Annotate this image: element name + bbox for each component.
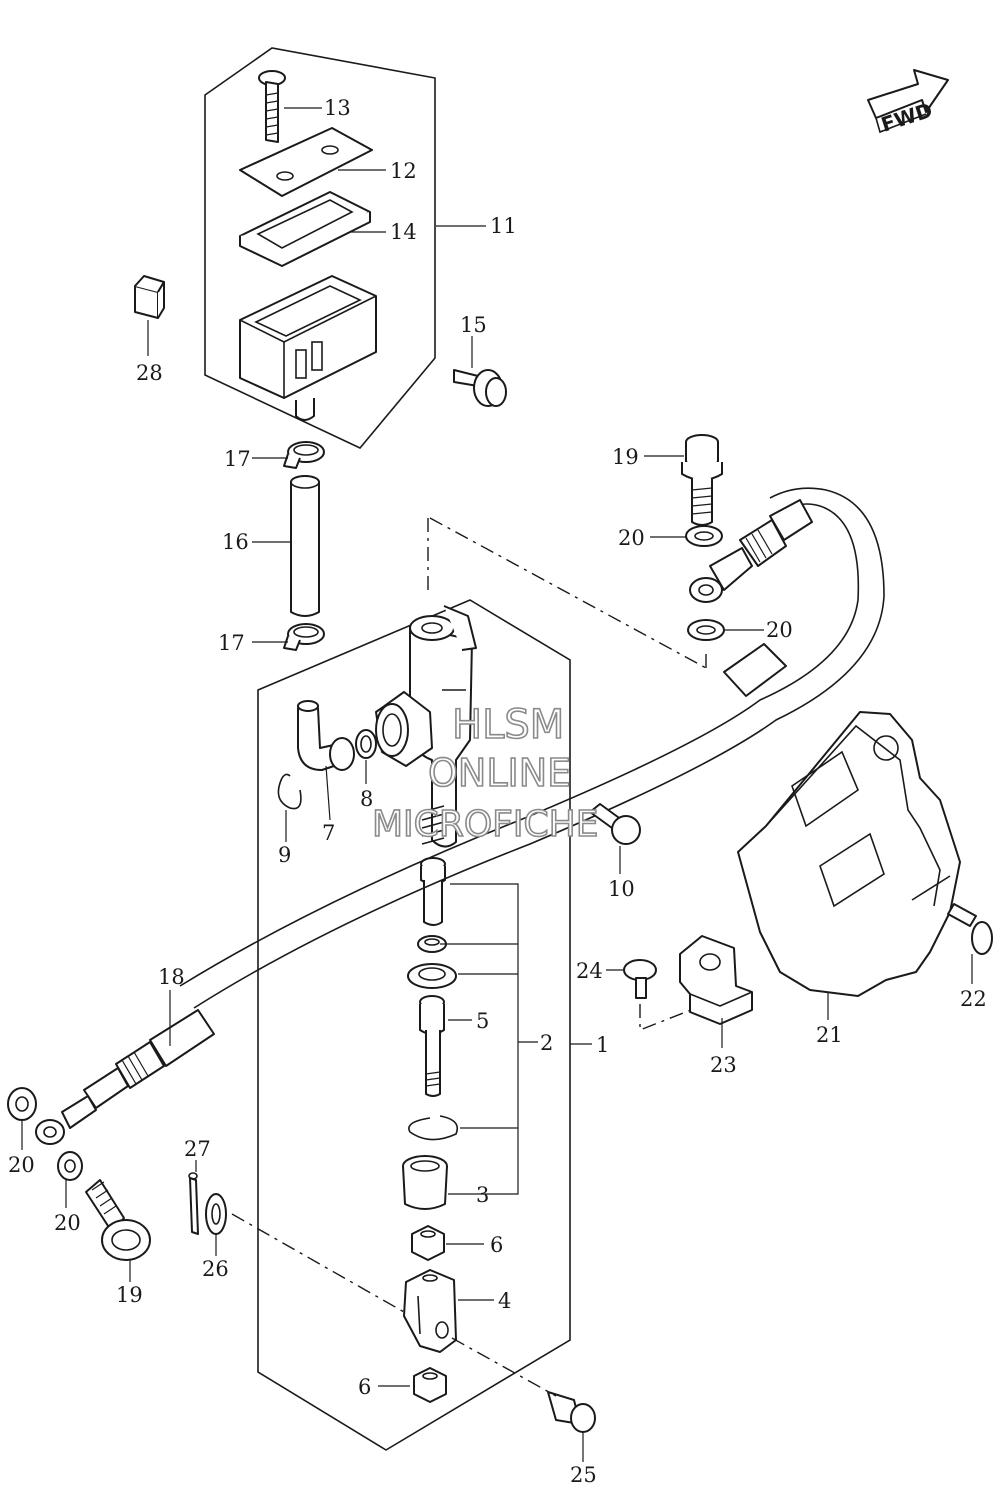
circlip-part [277, 773, 302, 810]
callout-numbers: 13 12 14 11 28 15 17 16 17 19 20 20 9 7 … [8, 96, 987, 1487]
hose-clamp-upper-part [283, 441, 325, 469]
callout-19-lower: 19 [116, 1283, 143, 1307]
callout-26: 26 [202, 1257, 229, 1281]
callout-4: 4 [498, 1289, 511, 1313]
callout-25: 25 [570, 1463, 597, 1487]
watermark-line-1: HLSM [452, 702, 564, 748]
crush-washer-lower-a-part [7, 1087, 37, 1121]
reservoir-cap-part [239, 127, 373, 197]
callout-23: 23 [710, 1053, 737, 1077]
reservoir-assembly-outline [204, 47, 436, 449]
callout-28: 28 [136, 361, 163, 385]
piston-washer-part [407, 963, 457, 989]
small-block-part [134, 275, 165, 319]
reservoir-diaphragm-part [239, 191, 371, 267]
callout-10: 10 [608, 877, 635, 901]
watermark-line-3: MICROFICHE [372, 804, 598, 845]
snap-ring-part [408, 1115, 459, 1141]
dust-boot-part [402, 1155, 448, 1210]
guard-screw-part [589, 803, 641, 845]
crush-washer-upper-b-part [687, 619, 725, 641]
watermark: HLSM ONLINE MICROFICHE [371, 701, 599, 846]
callout-6-lower: 6 [358, 1375, 371, 1399]
callout-13: 13 [324, 96, 351, 120]
callout-19-upper: 19 [612, 445, 639, 469]
leader-lines [21, 107, 973, 1462]
callout-22: 22 [960, 987, 987, 1011]
banjo-bolt-lower-part [85, 1179, 151, 1261]
bracket-part [679, 935, 753, 1025]
callout-20-upper-a: 20 [618, 526, 645, 550]
crush-washer-upper-a-part [685, 525, 723, 547]
bracket-screw-part [623, 959, 657, 999]
reservoir-body-part [239, 275, 377, 421]
master-cylinder-body-part [375, 605, 477, 848]
callout-3: 3 [476, 1183, 489, 1207]
fwd-arrow-icon: FWD [867, 69, 949, 137]
callout-16: 16 [222, 530, 249, 554]
callout-15: 15 [460, 313, 487, 337]
callout-17-upper: 17 [224, 447, 251, 471]
banjo-bolt-upper-part [681, 434, 723, 526]
clevis-pin-part [547, 1391, 596, 1433]
piston-cup-part [420, 857, 446, 926]
o-ring-part [355, 729, 377, 759]
callout-11: 11 [490, 214, 517, 238]
callout-20-upper-b: 20 [766, 618, 793, 642]
hose-clamp-lower-part [283, 623, 325, 651]
callout-14: 14 [390, 220, 417, 244]
spring-part [421, 805, 445, 845]
callout-27: 27 [184, 1137, 211, 1161]
clevis-part [403, 1269, 457, 1353]
callout-21: 21 [816, 1023, 843, 1047]
lock-nut-lower-part [413, 1367, 447, 1403]
callout-20-lower-b: 20 [54, 1211, 81, 1235]
callout-20-lower-a: 20 [8, 1153, 35, 1177]
callout-8: 8 [360, 787, 373, 811]
callout-2: 2 [540, 1031, 553, 1055]
hose-fitting-part [297, 700, 355, 771]
callout-12: 12 [390, 159, 417, 183]
callout-18: 18 [158, 965, 185, 989]
push-rod-part [419, 995, 445, 1097]
reservoir-hose-part [290, 475, 320, 617]
lock-nut-upper-part [411, 1225, 445, 1261]
master-cylinder-outline [257, 517, 707, 1451]
callout-1: 1 [596, 1033, 609, 1057]
reservoir-bolt-part [453, 369, 507, 407]
callout-6-upper: 6 [490, 1233, 503, 1257]
watermark-line-2: ONLINE [428, 751, 571, 795]
callout-7: 7 [322, 821, 335, 845]
callout-9: 9 [278, 843, 291, 867]
pin-washer-part [205, 1193, 227, 1235]
guard-part [737, 711, 961, 997]
callout-24: 24 [576, 959, 603, 983]
callout-17-lower: 17 [218, 631, 245, 655]
guard-bolt-part [947, 903, 993, 955]
cotter-pin-part [188, 1172, 199, 1235]
callout-5: 5 [476, 1009, 489, 1033]
brake-hose-part [35, 487, 885, 1145]
reservoir-screw-part [258, 70, 286, 143]
crush-washer-lower-b-part [57, 1151, 83, 1181]
